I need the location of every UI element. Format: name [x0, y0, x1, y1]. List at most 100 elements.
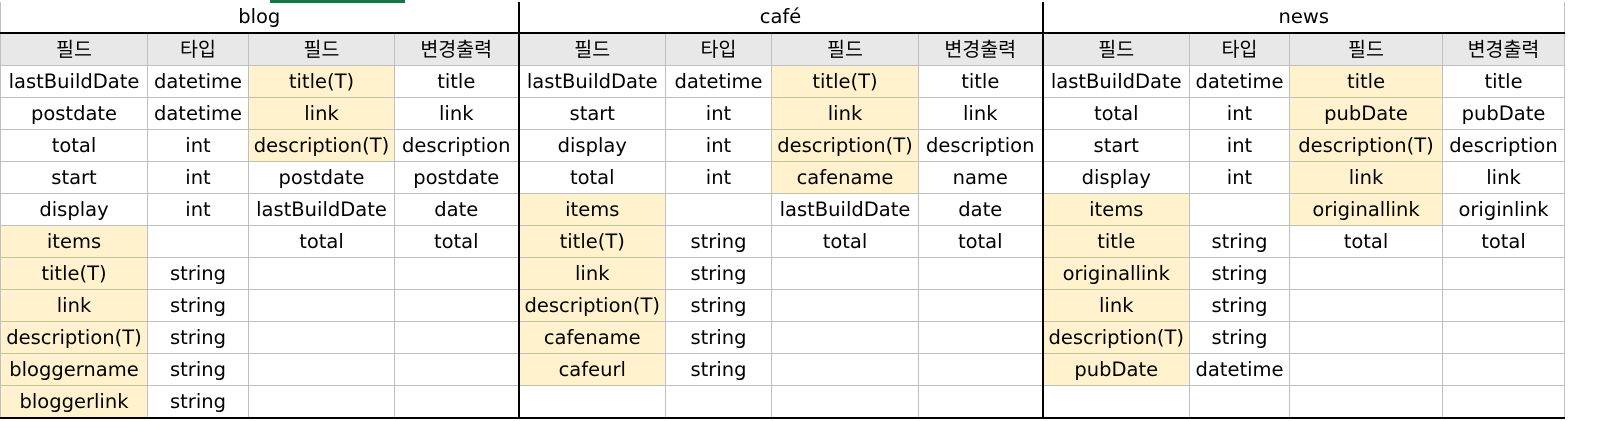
table-cell[interactable]: [248, 321, 395, 354]
table-cell[interactable]: int: [147, 129, 249, 162]
column-header[interactable]: 필드: [518, 32, 666, 66]
table-cell[interactable]: [1042, 385, 1190, 419]
table-cell[interactable]: int: [147, 193, 249, 226]
table-cell[interactable]: postdate: [394, 161, 520, 194]
table-cell[interactable]: description: [394, 129, 520, 162]
column-header[interactable]: 타입: [1189, 32, 1290, 66]
table-cell[interactable]: link: [518, 257, 666, 290]
table-cell[interactable]: cafeurl: [518, 353, 666, 386]
table-cell[interactable]: pubDate: [1442, 97, 1565, 130]
table-cell[interactable]: start: [518, 97, 666, 130]
table-cell[interactable]: [918, 321, 1044, 354]
table-cell[interactable]: postdate: [248, 161, 395, 194]
table-cell[interactable]: string: [1189, 257, 1290, 290]
table-cell[interactable]: [1442, 353, 1565, 386]
table-cell[interactable]: pubDate: [1042, 353, 1190, 386]
table-cell[interactable]: title(T): [248, 65, 395, 98]
table-cell[interactable]: int: [665, 161, 772, 194]
table-cell[interactable]: description(T): [248, 129, 395, 162]
table-cell[interactable]: total: [518, 161, 666, 194]
table-cell[interactable]: [248, 257, 395, 290]
table-cell[interactable]: start: [1042, 129, 1190, 162]
table-cell[interactable]: int: [665, 129, 772, 162]
table-cell[interactable]: title(T): [518, 225, 666, 258]
table-cell[interactable]: [1289, 289, 1443, 322]
table-cell[interactable]: total: [0, 129, 148, 162]
table-cell[interactable]: link: [248, 97, 395, 130]
table-cell[interactable]: total: [1042, 97, 1190, 130]
table-cell[interactable]: [1442, 257, 1565, 290]
table-cell[interactable]: title: [1442, 65, 1565, 98]
table-cell[interactable]: [1289, 353, 1443, 386]
table-cell[interactable]: originallink: [1042, 257, 1190, 290]
table-cell[interactable]: description(T): [1042, 321, 1190, 354]
group-title-blog[interactable]: blog: [0, 2, 520, 34]
table-cell[interactable]: name: [918, 161, 1044, 194]
table-cell[interactable]: description: [1442, 129, 1565, 162]
table-cell[interactable]: lastBuildDate: [1042, 65, 1190, 98]
table-cell[interactable]: [1442, 321, 1565, 354]
table-cell[interactable]: [147, 225, 249, 258]
table-cell[interactable]: link: [394, 97, 520, 130]
table-cell[interactable]: string: [147, 289, 249, 322]
table-cell[interactable]: total: [771, 225, 919, 258]
table-cell[interactable]: items: [1042, 193, 1190, 226]
column-header[interactable]: 변경출력: [394, 32, 520, 66]
table-cell[interactable]: lastBuildDate: [771, 193, 919, 226]
table-cell[interactable]: string: [665, 289, 772, 322]
table-cell[interactable]: string: [147, 353, 249, 386]
table-cell[interactable]: title: [1289, 65, 1443, 98]
table-cell[interactable]: title: [918, 65, 1044, 98]
table-cell[interactable]: string: [147, 257, 249, 290]
table-cell[interactable]: string: [665, 353, 772, 386]
table-cell[interactable]: datetime: [1189, 65, 1290, 98]
table-cell[interactable]: [918, 353, 1044, 386]
group-title-news[interactable]: news: [1042, 2, 1565, 34]
table-cell[interactable]: string: [1189, 289, 1290, 322]
table-cell[interactable]: [248, 353, 395, 386]
table-cell[interactable]: cafename: [771, 161, 919, 194]
table-cell[interactable]: [394, 353, 520, 386]
table-cell[interactable]: datetime: [147, 97, 249, 130]
table-cell[interactable]: string: [1189, 321, 1290, 354]
table-cell[interactable]: string: [665, 321, 772, 354]
table-cell[interactable]: datetime: [665, 65, 772, 98]
table-cell[interactable]: lastBuildDate: [0, 65, 148, 98]
table-cell[interactable]: [518, 385, 666, 419]
table-cell[interactable]: int: [1189, 129, 1290, 162]
table-cell[interactable]: description(T): [518, 289, 666, 322]
table-cell[interactable]: description(T): [771, 129, 919, 162]
table-cell[interactable]: [771, 385, 919, 419]
table-cell[interactable]: originlink: [1442, 193, 1565, 226]
column-header[interactable]: 필드: [1042, 32, 1190, 66]
table-cell[interactable]: [918, 289, 1044, 322]
table-cell[interactable]: display: [1042, 161, 1190, 194]
table-cell[interactable]: pubDate: [1289, 97, 1443, 130]
table-cell[interactable]: total: [918, 225, 1044, 258]
column-header[interactable]: 필드: [1289, 32, 1443, 66]
table-cell[interactable]: int: [1189, 161, 1290, 194]
table-cell[interactable]: [665, 193, 772, 226]
table-cell[interactable]: description: [918, 129, 1044, 162]
table-cell[interactable]: items: [0, 225, 148, 258]
table-cell[interactable]: int: [1189, 97, 1290, 130]
table-cell[interactable]: description(T): [0, 321, 148, 354]
table-cell[interactable]: [1289, 321, 1443, 354]
table-cell[interactable]: total: [248, 225, 395, 258]
table-cell[interactable]: link: [1442, 161, 1565, 194]
table-cell[interactable]: string: [665, 225, 772, 258]
column-header[interactable]: 타입: [665, 32, 772, 66]
table-cell[interactable]: lastBuildDate: [248, 193, 395, 226]
table-cell[interactable]: [394, 257, 520, 290]
table-cell[interactable]: title: [394, 65, 520, 98]
table-cell[interactable]: total: [1442, 225, 1565, 258]
table-cell[interactable]: bloggerlink: [0, 385, 148, 419]
table-cell[interactable]: [665, 385, 772, 419]
table-cell[interactable]: string: [147, 321, 249, 354]
table-cell[interactable]: [771, 289, 919, 322]
table-cell[interactable]: title(T): [771, 65, 919, 98]
table-cell[interactable]: int: [665, 97, 772, 130]
table-cell[interactable]: link: [1042, 289, 1190, 322]
table-cell[interactable]: int: [147, 161, 249, 194]
table-cell[interactable]: title: [1042, 225, 1190, 258]
